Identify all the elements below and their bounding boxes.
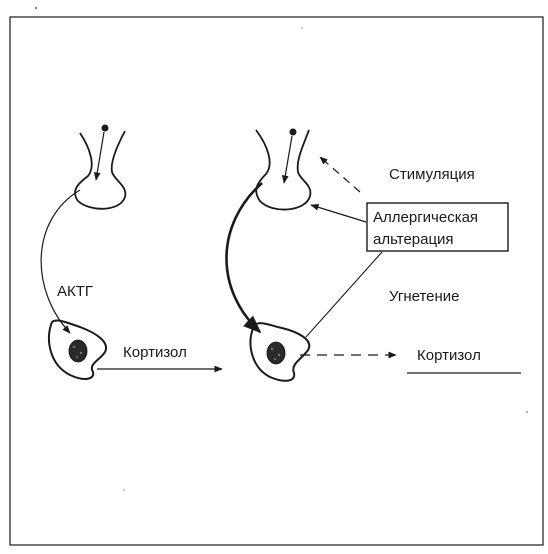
cortisol-right-label: Кортизол [417, 347, 481, 364]
scan-speck [301, 27, 303, 29]
left-adrenal-gland [49, 321, 106, 379]
scan-speck [35, 7, 37, 9]
allergic-line2: альтерация [373, 231, 454, 248]
left-hypothalamus-pituitary [75, 131, 125, 209]
left-origin-dot [102, 125, 109, 132]
cortisol-left-label: Кортизол [123, 344, 187, 361]
stimulation-dashed-arrow [320, 157, 360, 192]
stimulation-label: Стимуляция [389, 166, 475, 183]
left-inner-arrow [96, 132, 104, 180]
acth-label: АКТГ [57, 283, 93, 300]
scan-speck [123, 489, 125, 491]
left-acth-arrow [41, 190, 80, 333]
allergic-to-pituitary-arrow [311, 205, 366, 222]
outer-border [10, 17, 543, 545]
inhibition-label: Угнетение [389, 288, 460, 305]
right-origin-dot [290, 129, 297, 136]
allergic-line1: Аллергическая [373, 209, 478, 226]
inhibition-line [306, 252, 382, 337]
right-acth-arrow [226, 183, 262, 332]
right-hypothalamus-pituitary [256, 130, 310, 210]
right-inner-arrow [284, 136, 292, 183]
scan-speck [526, 411, 528, 413]
